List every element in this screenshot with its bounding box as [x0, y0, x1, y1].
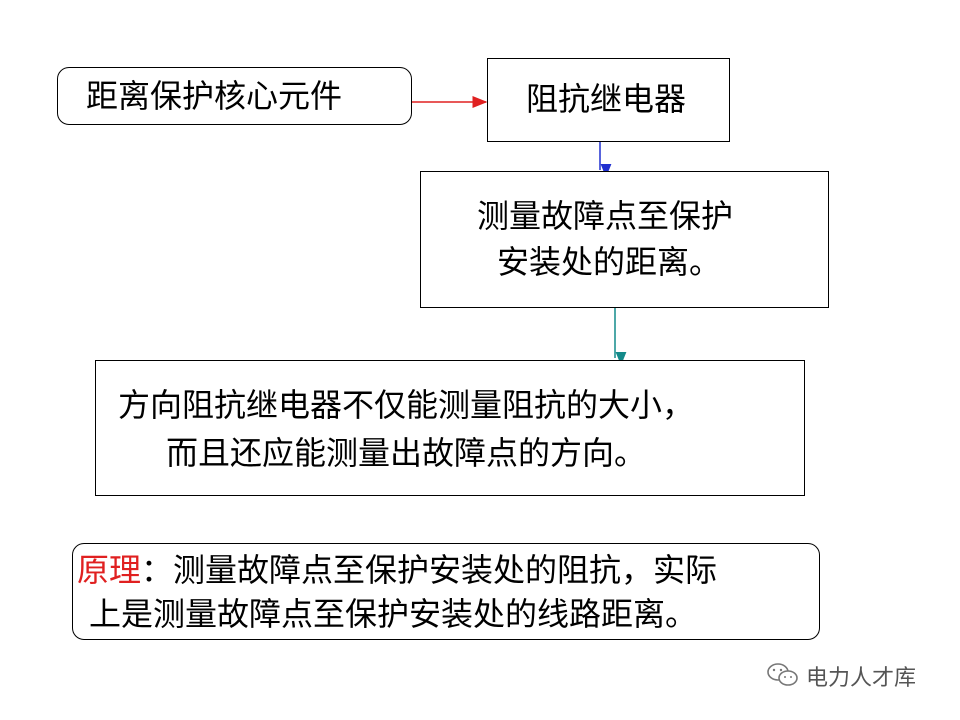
core-component-box: 距离保护核心元件	[57, 67, 412, 125]
principle-line1: 原理：测量故障点至保护安装处的阻抗，实际	[77, 546, 717, 594]
core-component-label: 距离保护核心元件	[86, 77, 343, 115]
measure-distance-line1: 测量故障点至保护	[477, 197, 734, 235]
principle-line2: 上是测量故障点至保护安装处的线路距离。	[89, 595, 698, 633]
impedance-relay-box: 阻抗继电器	[487, 58, 730, 142]
principle-line1-text: ：测量故障点至保护安装处的阻抗，实际	[141, 551, 718, 589]
principle-label: 原理	[77, 551, 142, 589]
principle-box: 原理：测量故障点至保护安装处的阻抗，实际 上是测量故障点至保护安装处的线路距离。	[72, 543, 820, 640]
directional-relay-line1: 方向阻抗继电器不仅能测量阻抗的大小，	[118, 386, 695, 424]
wechat-logo-icon	[767, 663, 798, 686]
impedance-relay-label: 阻抗继电器	[526, 80, 687, 118]
directional-relay-line2: 而且还应能测量出故障点的方向。	[166, 434, 647, 472]
measure-distance-line2: 安装处的距离。	[497, 243, 722, 281]
watermark-text: 电力人才库	[806, 666, 917, 691]
directional-relay-box: 方向阻抗继电器不仅能测量阻抗的大小， 而且还应能测量出故障点的方向。	[95, 360, 805, 496]
measure-distance-box: 测量故障点至保护 安装处的距离。	[420, 171, 829, 308]
